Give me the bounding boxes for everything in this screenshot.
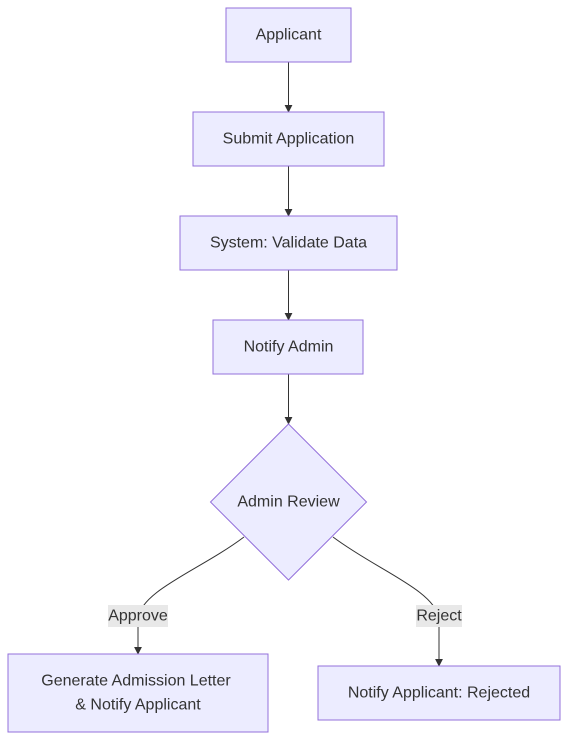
node-rejected-label: Notify Applicant: Rejected	[348, 685, 530, 702]
edge-label-reject-text: Reject	[416, 608, 462, 625]
edge-review-to-rejected	[332, 536, 443, 667]
node-generate-admission-letter: Generate Admission Letter & Notify Appli…	[7, 653, 269, 733]
node-notify-applicant-rejected: Notify Applicant: Rejected	[317, 665, 561, 721]
edge-label-approve: Approve	[108, 605, 168, 627]
edge-label-reject: Reject	[416, 605, 462, 627]
node-applicant-label: Applicant	[256, 27, 322, 44]
edge-review-to-generate	[134, 536, 245, 655]
node-submit-application: Submit Application	[192, 111, 385, 167]
node-validate-data: System: Validate Data	[179, 215, 398, 271]
node-admin-review-decision: Admin Review	[209, 423, 368, 581]
edge-label-approve-text: Approve	[108, 608, 168, 625]
node-submit-application-label: Submit Application	[223, 131, 355, 148]
node-notify-admin-label: Notify Admin	[244, 339, 334, 356]
node-notify-admin: Notify Admin	[212, 319, 364, 375]
node-validate-data-label: System: Validate Data	[210, 235, 367, 252]
node-admin-review-label: Admin Review	[237, 494, 340, 511]
node-applicant: Applicant	[225, 7, 352, 63]
node-generate-label-line2: & Notify Applicant	[75, 697, 201, 714]
node-generate-label-line1: Generate Admission Letter	[41, 673, 231, 690]
